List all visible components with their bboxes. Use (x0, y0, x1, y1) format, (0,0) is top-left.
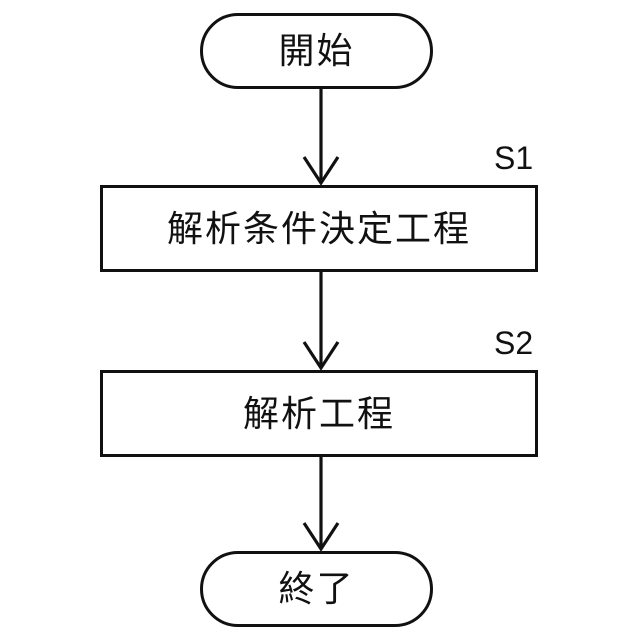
step2-id-label: S2 (494, 325, 534, 361)
start-node: 開始 (200, 13, 433, 89)
step1-node-label: 解析条件決定工程 (166, 207, 471, 249)
step1-id-label: S1 (494, 140, 534, 176)
arrow-step1-to-step2 (302, 272, 340, 371)
end-node: 終了 (200, 551, 433, 627)
step2-node: 解析工程 (100, 370, 538, 457)
arrow-start-to-step1 (302, 89, 340, 186)
end-node-label: 終了 (278, 568, 355, 609)
arrow-step2-to-end (302, 457, 340, 552)
step2-node-label: 解析工程 (242, 392, 395, 434)
start-node-label: 開始 (278, 30, 355, 71)
step1-node: 解析条件決定工程 (100, 185, 538, 272)
